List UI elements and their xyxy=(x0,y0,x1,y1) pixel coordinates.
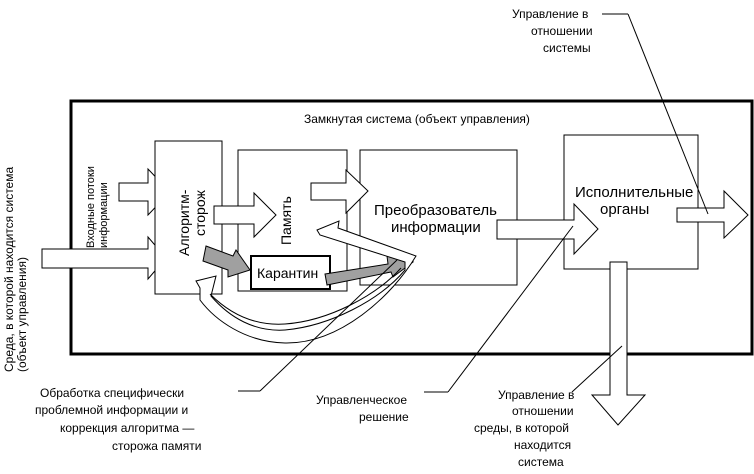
converter-box xyxy=(359,149,518,286)
memory-to-converter-arrow xyxy=(310,168,369,215)
input-streams-label-line1: Входные потоки xyxy=(85,166,97,248)
environment-label-line2: (объект управления) xyxy=(15,257,29,372)
environment-label-line1: Среда, в которой находится система xyxy=(2,167,16,372)
top-right-label-line1: Управление в xyxy=(512,7,588,21)
converter-label-line1: Преобразователь xyxy=(374,202,497,219)
processing-label-line2: проблемной информации и xyxy=(35,403,188,417)
bottom-right-label-line5: система xyxy=(518,455,564,469)
executors-label-line2: органы xyxy=(600,201,649,218)
processing-label-line1: Обработка специфически xyxy=(40,386,184,400)
feedback-curved-arrow xyxy=(195,220,417,344)
top-right-label-line2: отношении xyxy=(531,24,593,38)
feedback-inner-line xyxy=(209,267,402,325)
top-right-label-line3: системы xyxy=(543,41,591,55)
decision-label-line2: решение xyxy=(359,410,409,424)
callout-processing-line xyxy=(259,259,398,392)
callout-bottom-right-line xyxy=(571,345,623,393)
bottom-right-label-line1: Управление в xyxy=(498,388,574,402)
executors-box xyxy=(563,134,699,270)
guard-to-quarantine-arrow xyxy=(202,245,251,278)
bottom-right-label-line3: среды, в которой xyxy=(474,421,569,435)
callout-top-right-line xyxy=(627,13,709,215)
processing-label-line4: сторожа памяти xyxy=(112,439,201,453)
executors-down-arrow xyxy=(590,261,647,426)
converter-label-line2: информации xyxy=(391,219,481,236)
system-label: Замкнутая система (объект управления) xyxy=(304,112,530,126)
bottom-right-label-line4: находится xyxy=(514,438,571,452)
callout-decision-line xyxy=(447,225,574,393)
input-streams-label-line2: информации xyxy=(98,182,110,248)
converter-to-executors-arrow xyxy=(496,202,599,256)
algorithm-guard-box xyxy=(154,140,223,295)
algorithm-guard-label-line2: сторож xyxy=(192,190,208,236)
executors-label-line1: Исполнительные xyxy=(575,184,693,201)
processing-label-line3: коррекция алгоритма — xyxy=(60,421,194,435)
quarantine-box xyxy=(250,255,331,290)
quarantine-to-converter-arrow xyxy=(324,255,415,286)
algorithm-guard-label-line1: Алгоритм- xyxy=(176,189,192,256)
quarantine-label: Карантин xyxy=(257,265,318,281)
bottom-right-label-line2: отношении xyxy=(512,404,574,418)
decision-label-line1: Управленческое xyxy=(316,393,407,407)
closed-system-frame xyxy=(69,99,754,356)
guard-to-memory-arrow xyxy=(213,191,277,239)
memory-label: Память xyxy=(278,196,294,245)
executors-output-arrow xyxy=(676,189,749,240)
